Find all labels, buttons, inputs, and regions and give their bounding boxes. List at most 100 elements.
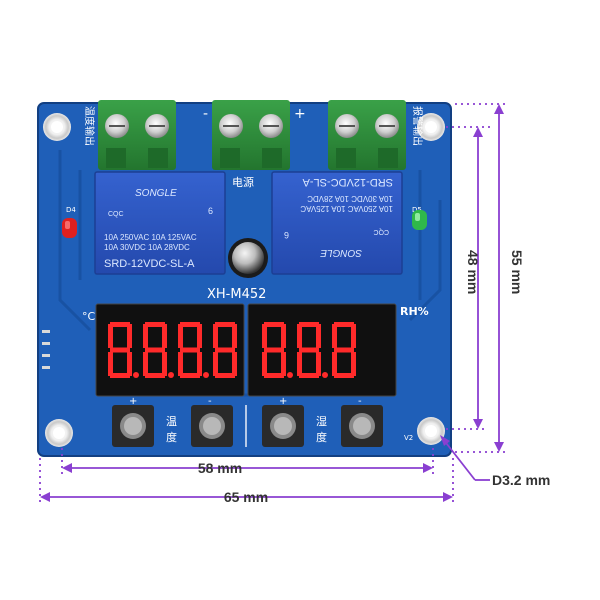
digit-segment [215,347,235,353]
digit-segment [215,322,235,327]
capacitor [228,238,268,278]
label-btn-plus-temp: + [129,396,137,407]
label-btn-plus-hum: + [279,396,287,407]
label-v2: V2 [404,434,413,442]
digit-segment [262,352,267,376]
relay-left-6: 6 [208,206,213,216]
relay-right-spec-1: 10A 250VAC 10A 125VAC [300,204,393,213]
digit-segment [108,324,113,348]
digit-segment [232,324,237,348]
digit-segment [145,373,165,378]
digit-segment [162,352,167,376]
digit-segment [143,352,148,376]
digit-segment [334,322,354,327]
digit-segment [145,347,165,353]
label-temp-chars-2: 度 [166,430,177,444]
mounting-hole-top-left [43,113,71,141]
digit-segment [334,347,354,353]
digit-segment [264,373,284,378]
label-btn-minus-hum: - [358,396,362,407]
digit-segment [110,373,130,378]
label-d4: D4 [66,206,76,214]
digit-segment [180,322,200,327]
digit-segment [351,352,356,376]
digit-segment [215,373,235,378]
digit-segment [297,352,302,376]
header-pins [42,330,50,369]
button-hum-plus[interactable] [262,405,304,447]
label-alarm-output: 报警输出 [411,106,424,146]
label-d5: D5 [412,206,422,214]
display-left [95,303,245,397]
relay-right: SONGLE CQC 6 10A 250VAC 10A 125VAC 10A 3… [271,171,403,275]
digit-segment [262,324,267,348]
button-hum-minus[interactable] [341,405,383,447]
model-label: XH-M452 [207,287,266,302]
digit-segment [197,324,202,348]
dim-hole-diameter: D3.2 mm [492,472,550,488]
relay-left-model: SRD-12VDC-SL-A [104,258,195,270]
terminal-block-left [98,100,176,170]
digit-segment [332,324,337,348]
relay-right-cqc: CQC [373,228,389,235]
digit-segment [213,324,218,348]
terminal-block-power [212,100,290,170]
digit-dot [203,372,209,378]
digit-segment [178,324,183,348]
dim-width-outer: 65 mm [224,489,268,505]
digit-segment [297,324,302,348]
label-hum-chars-2: 度 [316,430,327,444]
relay-right-6: 6 [284,230,289,240]
digit-segment [264,322,284,327]
digit-dot [168,372,174,378]
led-green [412,210,427,230]
label-hum-chars-1: 湿 [316,415,327,428]
digit-segment [299,322,319,327]
label-temp-chars-1: 温 [166,415,177,428]
led-red [62,218,77,238]
digit-segment [145,322,165,327]
dim-width-inner: 58 mm [198,460,242,476]
digit-segment [281,324,286,348]
relay-left: SONGLE CQC 6 10A 250VAC 10A 125VAC 10A 3… [94,171,226,275]
digit-segment [232,352,237,376]
digit-segment [351,324,356,348]
digit-segment [180,373,200,378]
digit-segment [197,352,202,376]
display-right [247,303,397,397]
digit-segment [110,322,130,327]
relay-left-cqc: CQC [108,211,124,218]
digit-segment [143,324,148,348]
digit-segment [299,373,319,378]
digit-segment [334,373,354,378]
label-power: 电源 [232,175,254,189]
button-temp-plus[interactable] [112,405,154,447]
relay-left-spec-2: 10A 30VDC 10A 28VDC [104,243,190,252]
mounting-hole-bottom-right [417,417,445,445]
dimension-lines [39,103,505,502]
digit-dot [287,372,293,378]
relay-left-brand: SONGLE [135,188,177,199]
digit-segment [127,324,132,348]
digits-left [108,322,237,378]
unit-humidity: RH% [400,305,429,318]
digits-right [262,322,356,378]
digit-segment [178,352,183,376]
digit-dot [322,372,328,378]
digit-segment [162,324,167,348]
digit-segment [332,352,337,376]
label-btn-minus-temp: - [208,396,212,407]
relay-left-spec-1: 10A 250VAC 10A 125VAC [104,233,197,242]
digit-segment [316,324,321,348]
dim-height-outer: 55 mm [509,250,525,294]
digit-segment [264,347,284,353]
digit-segment [127,352,132,376]
button-temp-minus[interactable] [191,405,233,447]
digit-segment [180,347,200,353]
digit-segment [299,347,319,353]
label-temp-output: 温度输出 [83,106,96,146]
label-minus: - [203,106,208,122]
digit-segment [110,347,130,353]
